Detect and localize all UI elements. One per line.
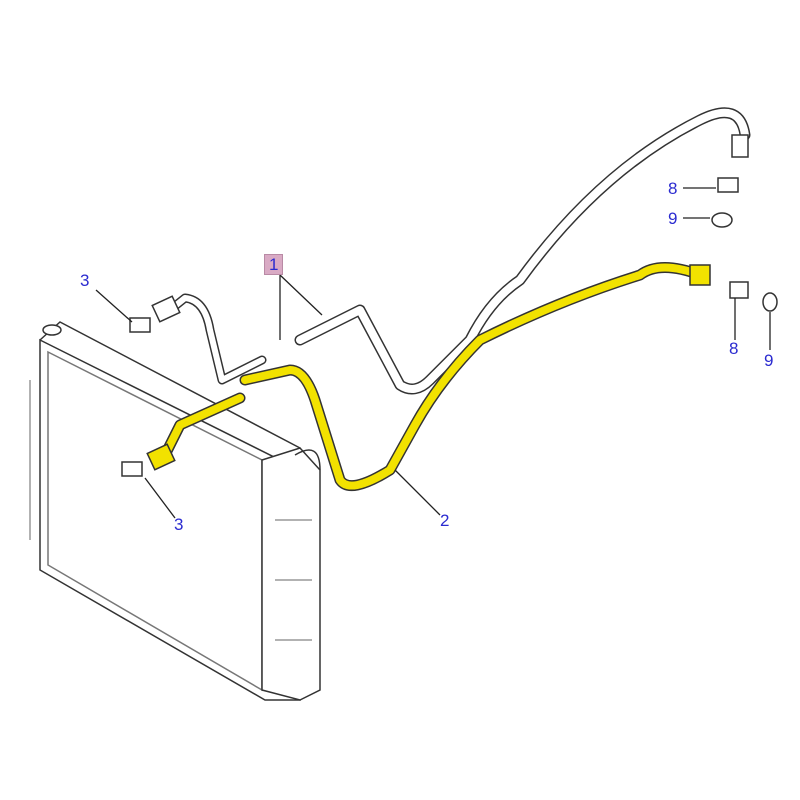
callout-2[interactable]: 2 [440,511,450,530]
pipe-1[interactable] [165,107,751,395]
callout-8-upper[interactable]: 8 [668,179,678,198]
callout-3-upper[interactable]: 3 [80,271,90,290]
callout-9-upper[interactable]: 9 [668,209,678,228]
leader-lines [95,187,771,519]
callout-3-lower[interactable]: 3 [174,515,184,534]
pipe-2-highlighted[interactable] [159,262,706,492]
radiator[interactable] [29,321,321,701]
callout-9-lower[interactable]: 9 [764,351,774,370]
callout-8-lower[interactable]: 8 [729,339,739,358]
callout-1-selected[interactable]: 1 [264,254,284,275]
fittings [121,134,778,477]
